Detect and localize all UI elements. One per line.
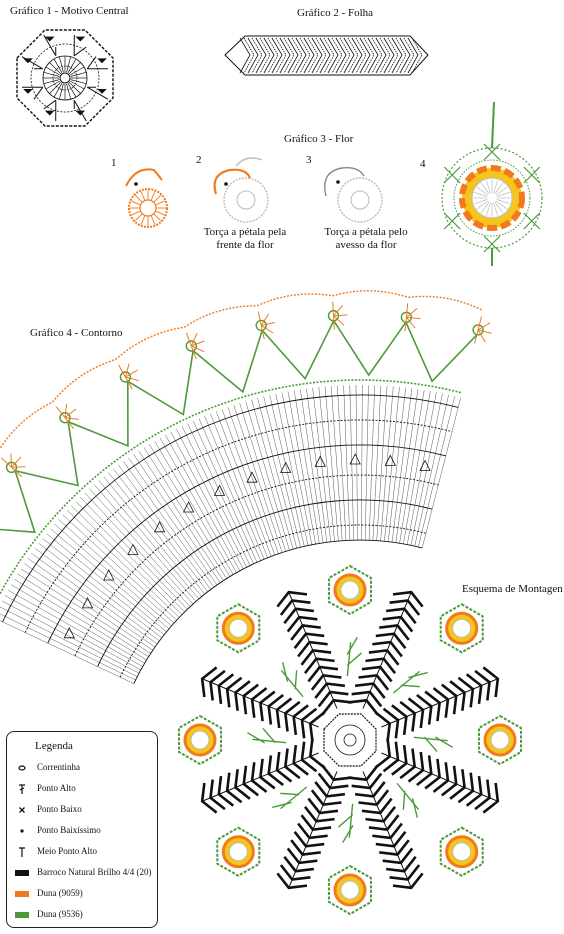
- chart3-title: Gráfico 3 - Flor: [284, 133, 354, 145]
- color-swatch: [15, 891, 29, 897]
- flower-step1-diagram: [125, 168, 168, 228]
- chart4-title: Gráfico 4 - Contorno: [30, 327, 123, 339]
- chart2-title: Gráfico 2 - Folha: [297, 7, 374, 19]
- legend-label: Ponto Alto: [37, 783, 76, 793]
- legend-label: Duna (9536): [37, 909, 83, 919]
- double-crochet-icon: [19, 784, 25, 794]
- flower-caption-back: Torça a pétala pelo avesso da flor: [324, 226, 408, 251]
- chain-stitch-icon: [18, 765, 26, 771]
- flower-step-4: 4: [420, 158, 426, 170]
- legend-label: Barroco Natural Brilho 4/4 (20): [37, 867, 152, 877]
- legend-item-color-black: Barroco Natural Brilho 4/4 (20): [7, 866, 157, 880]
- flower-caption-front: Torça a pétala pela frente da flor: [203, 226, 287, 251]
- flower-step-2: 2: [196, 154, 202, 166]
- color-swatch: [15, 870, 29, 876]
- border-diagram: [0, 290, 492, 684]
- chart1-title: Gráfico 1 - Motivo Central: [10, 5, 129, 17]
- central-motif-diagram: [16, 29, 114, 127]
- legend-item-half-double: Meio Ponto Alto: [7, 845, 157, 859]
- legend-item-single-crochet: Ponto Baixo: [7, 803, 157, 817]
- legend-label: Duna (9059): [37, 888, 83, 898]
- flower-step3-diagram: [324, 166, 383, 223]
- legend-label: Meio Ponto Alto: [37, 846, 98, 856]
- slip-stitch-icon: [20, 829, 24, 833]
- half-double-crochet-icon: [19, 847, 25, 857]
- legend-item-color-orange: Duna (9059): [7, 887, 157, 901]
- flower-step-1: 1: [111, 157, 117, 169]
- flower-step2-diagram: [213, 157, 269, 223]
- legend-box: Legenda Correntinha Ponto Alto Ponto Bai…: [6, 731, 158, 928]
- leaf-diagram: [224, 35, 429, 76]
- legend-label: Correntinha: [37, 762, 80, 772]
- color-swatch: [15, 912, 29, 918]
- legend-item-slip-stitch: Ponto Baixíssimo: [7, 824, 157, 838]
- legend-item-chain: Correntinha: [7, 761, 157, 775]
- legend-label: Ponto Baixíssimo: [37, 825, 101, 835]
- legend-item-double-crochet: Ponto Alto: [7, 782, 157, 796]
- single-crochet-icon: [19, 807, 25, 813]
- legend-item-color-green: Duna (9536): [7, 908, 157, 922]
- flower-step-3: 3: [306, 154, 312, 166]
- assembly-diagram: [178, 564, 522, 916]
- legend-label: Ponto Baixo: [37, 804, 82, 814]
- assembly-title: Esquema de Montagen: [462, 583, 563, 595]
- legend-title: Legenda: [35, 740, 73, 752]
- flower-step4-diagram: [441, 101, 543, 266]
